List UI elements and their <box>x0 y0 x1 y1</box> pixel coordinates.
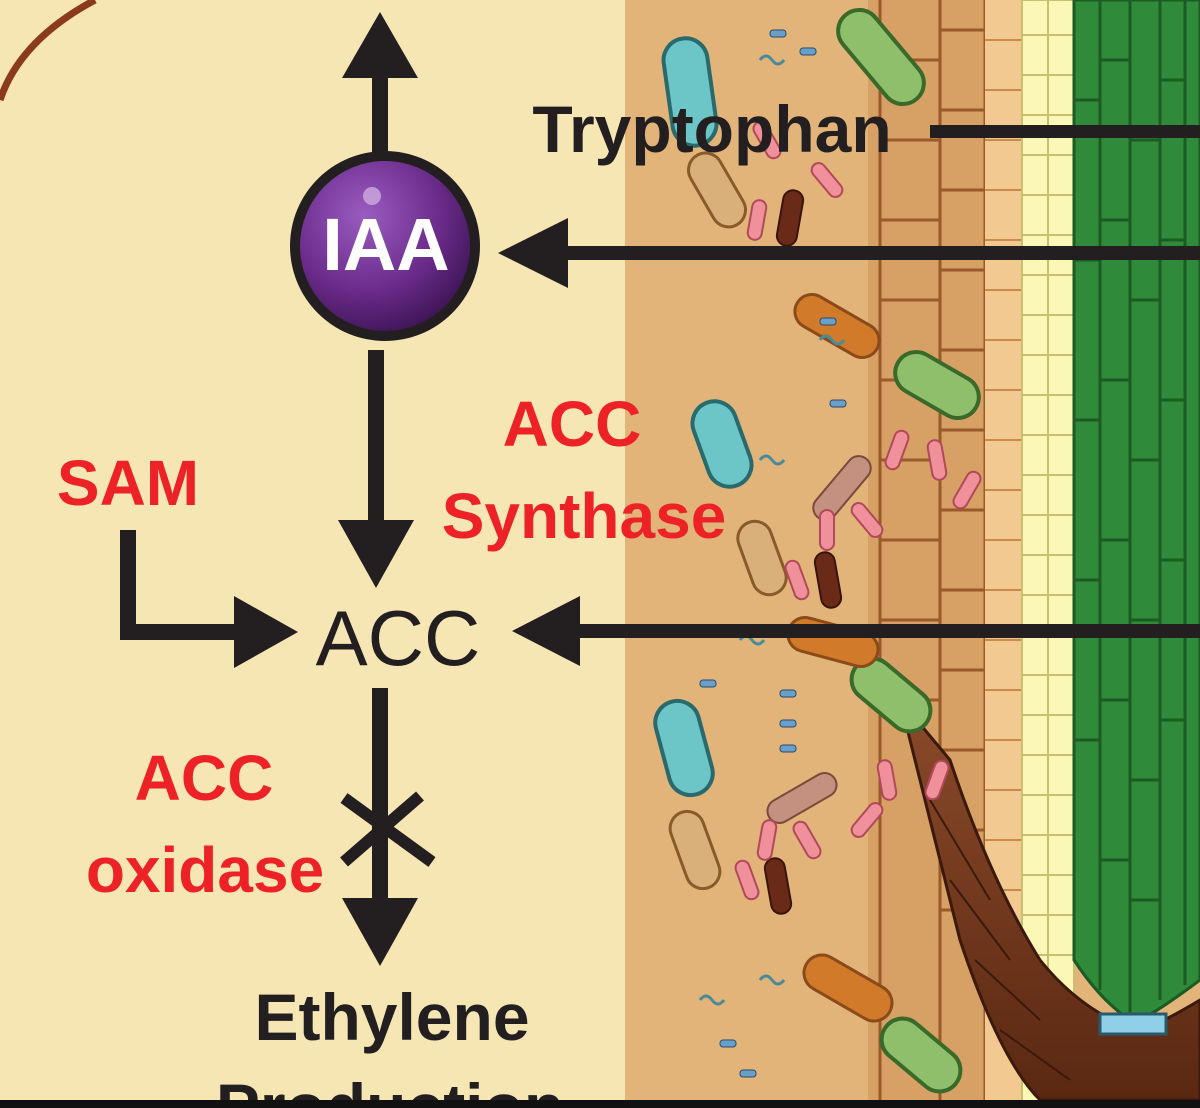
bacterium-icon <box>893 350 981 420</box>
iaa-label: IAA <box>322 203 449 286</box>
tiny-bacteria <box>699 29 847 1078</box>
bacterium-icon <box>661 36 719 148</box>
ethylene-label-line1: Ethylene <box>254 980 529 1054</box>
bacterium-icon <box>736 519 788 597</box>
root-cap <box>898 699 1200 1102</box>
acc-synthase-label-line1: ACC <box>503 388 642 460</box>
flagella <box>698 54 846 1006</box>
down-arrow-icon <box>342 688 418 966</box>
acc-label: ACC <box>316 594 481 682</box>
bacterium-icon <box>687 151 747 229</box>
tryptophan-label: Tryptophan <box>532 92 891 166</box>
bacterium-icon <box>690 399 754 489</box>
inhibition-x-icon <box>340 791 436 867</box>
acc-oxidase-label-line1: ACC <box>135 742 274 814</box>
left-arrow-icon <box>498 218 1200 288</box>
tryptophan-line <box>930 125 1200 138</box>
left-arrow-icon <box>512 596 1200 666</box>
bacterium-icon <box>813 551 843 609</box>
small-bacteria <box>734 120 982 901</box>
down-arrow-icon <box>338 350 414 588</box>
pathway-arrows <box>120 12 1200 966</box>
right-arrow-icon <box>120 530 298 668</box>
root-endodermis <box>1021 0 1075 1108</box>
sam-label: SAM <box>57 447 199 519</box>
root-stele <box>1072 0 1200 1022</box>
bacterium-icon <box>836 7 926 107</box>
bacterium-icon <box>879 1016 963 1094</box>
bacteria-cluster <box>653 7 982 1094</box>
quiescent-center <box>1098 1012 1168 1036</box>
cell-wall <box>0 0 97 102</box>
bacterium-icon <box>775 189 805 247</box>
bacterium-icon <box>812 455 872 521</box>
bottom-bar <box>0 1100 1200 1108</box>
bacterium-icon <box>802 953 894 1023</box>
acc-synthase-label-line2: Synthase <box>442 480 727 552</box>
bacterium-icon <box>763 857 793 915</box>
bacterium-icon <box>653 698 715 798</box>
iaa-molecule <box>290 151 480 341</box>
acc-oxidase-label-line2: oxidase <box>86 834 324 906</box>
bacterium-icon <box>766 772 838 824</box>
bacterium-icon <box>668 809 722 891</box>
bacterium-icon <box>793 293 881 359</box>
